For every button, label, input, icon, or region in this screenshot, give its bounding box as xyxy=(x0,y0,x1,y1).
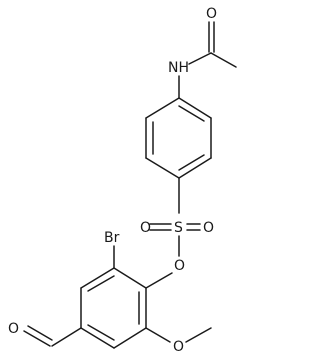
ring2-inner-1 xyxy=(87,275,115,292)
atom-o-methoxy: O xyxy=(173,339,184,355)
ring2-inner-2 xyxy=(87,324,115,341)
bond-carbonyl-nh xyxy=(188,52,212,65)
bond-ester-oxygen-ring xyxy=(145,272,173,289)
bond-aldehyde-oxygen-double xyxy=(27,325,53,341)
atom-nh: NH xyxy=(168,60,189,76)
atom-o-aldehyde: O xyxy=(8,321,19,337)
ring2-bond-2 xyxy=(80,267,115,289)
bonds xyxy=(23,21,237,349)
ring1-inner-1 xyxy=(178,105,205,122)
ring1-bond-4 xyxy=(145,157,180,179)
ring1-inner-2 xyxy=(178,154,205,171)
ring2-bond-4 xyxy=(80,327,115,349)
bond-ring-methoxy-oxygen xyxy=(145,327,171,343)
atom-labels: O NH S O O O Br O O xyxy=(8,6,217,355)
bond-methoxy-methyl xyxy=(185,327,212,343)
bond-aldehyde-oxygen xyxy=(23,330,51,347)
ring1-bond-6 xyxy=(145,97,180,119)
structure-canvas: O NH S O O O Br O O xyxy=(8,6,237,355)
atom-sulfur: S xyxy=(174,220,183,236)
ring1-bond-3 xyxy=(178,157,212,179)
atom-o-ester: O xyxy=(174,258,185,274)
atom-o-sulfonyl-left: O xyxy=(140,220,151,236)
ring2-bond-1 xyxy=(113,267,147,289)
ring2-bond-5 xyxy=(113,327,147,349)
bond-ring-aldehyde xyxy=(51,327,82,347)
atom-bromine: Br xyxy=(104,230,120,246)
bond-methyl-carbonyl xyxy=(210,52,237,68)
atom-o-sulfonyl-right: O xyxy=(203,220,214,236)
ring1-bond-1 xyxy=(178,97,212,119)
molecule-structure: O NH S O O O Br O O xyxy=(8,6,237,355)
atom-o-acetyl: O xyxy=(206,6,217,22)
